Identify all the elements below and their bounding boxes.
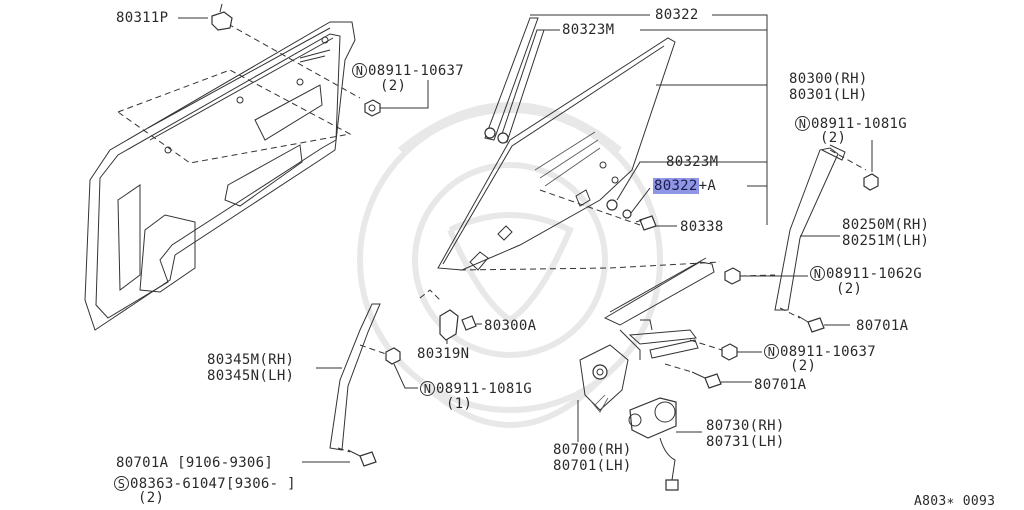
nut-symbol-icon: N xyxy=(810,266,825,281)
nut-symbol-icon: N xyxy=(795,116,810,131)
label-qty: (1) xyxy=(446,396,473,412)
label-80319N: 80319N xyxy=(417,346,470,362)
label-qty: (2) xyxy=(138,490,165,506)
label-80250MRH: 80250M(RH) xyxy=(842,217,930,233)
window-regulator xyxy=(579,257,715,413)
diagram-reference-code: A803∗ 0093 xyxy=(914,494,996,509)
bolt-bottom xyxy=(347,449,377,467)
label-qty: (2) xyxy=(380,78,407,94)
screw-symbol-icon: S xyxy=(114,476,129,491)
label-qty: (2) xyxy=(790,358,817,374)
highlighted-part-80322[interactable]: 80322 xyxy=(653,178,699,194)
label-80322: 80322 xyxy=(655,7,699,23)
bushing-80323M xyxy=(606,199,618,211)
nut-symbol-icon: N xyxy=(352,63,367,78)
part-number: 08911-1081G xyxy=(436,381,533,397)
label-80251MLH: 80251M(LH) xyxy=(842,233,930,249)
label-80701LH: 80701(LH) xyxy=(553,458,632,474)
label-80300RH: 80300(RH) xyxy=(789,71,868,87)
channel-80323M xyxy=(497,29,545,144)
part-number: 08363-61047[9306- ] xyxy=(130,476,296,492)
nut-80345 xyxy=(385,347,401,365)
sash-channel-80322 xyxy=(484,17,539,141)
label-qty: (2) xyxy=(820,130,847,146)
part-number: 08911-10637 xyxy=(780,344,877,360)
regulator-motor xyxy=(628,397,679,491)
door-shell xyxy=(84,21,356,331)
label-80338: 80338 xyxy=(680,219,724,235)
label-80731LH: 80731(LH) xyxy=(706,434,785,450)
label-80323M-top: 80323M xyxy=(562,22,615,38)
label-80311P: 80311P xyxy=(116,10,169,26)
nut-regulator xyxy=(721,343,738,361)
part-number: 08911-1081G xyxy=(811,116,908,132)
part-number: 08911-10637 xyxy=(368,63,465,79)
nut-symbol-icon: N xyxy=(420,381,435,396)
label-80323M-mid: 80323M xyxy=(666,154,719,170)
label-80301LH: 80301(LH) xyxy=(789,87,868,103)
label-80322A: 80322+A xyxy=(653,178,716,194)
door-glass xyxy=(437,37,676,271)
lower-guide-80345M xyxy=(329,303,381,451)
nut-right-mid xyxy=(724,267,741,285)
label-80701A-bottom: 80701A [9106-9306] xyxy=(116,455,274,471)
bolt-80701A-right1 xyxy=(797,315,825,333)
roller-80319N xyxy=(439,309,459,341)
label-80300A: 80300A xyxy=(484,318,537,334)
label-80730RH: 80730(RH) xyxy=(706,418,785,434)
part-suffix: +A xyxy=(698,178,717,194)
bolt-80300A xyxy=(461,315,477,331)
nut-top xyxy=(364,99,381,117)
label-80700RH: 80700(RH) xyxy=(553,442,632,458)
label-80701A-right1: 80701A xyxy=(856,318,909,334)
part-number: 08911-1062G xyxy=(826,266,923,282)
label-80345MRH: 80345M(RH) xyxy=(207,352,295,368)
watermark-emblem xyxy=(357,102,663,428)
guide-rail-80250M xyxy=(774,144,846,311)
pin-80338 xyxy=(635,215,657,231)
nut-symbol-icon: N xyxy=(764,344,779,359)
label-qty: (2) xyxy=(836,281,863,297)
bolt-80701A-right2 xyxy=(691,371,722,389)
label-80345NLH: 80345N(LH) xyxy=(207,368,295,384)
label-80701A-right2: 80701A xyxy=(754,377,807,393)
clip-80311P xyxy=(211,3,233,31)
nut-right-top xyxy=(863,173,879,191)
